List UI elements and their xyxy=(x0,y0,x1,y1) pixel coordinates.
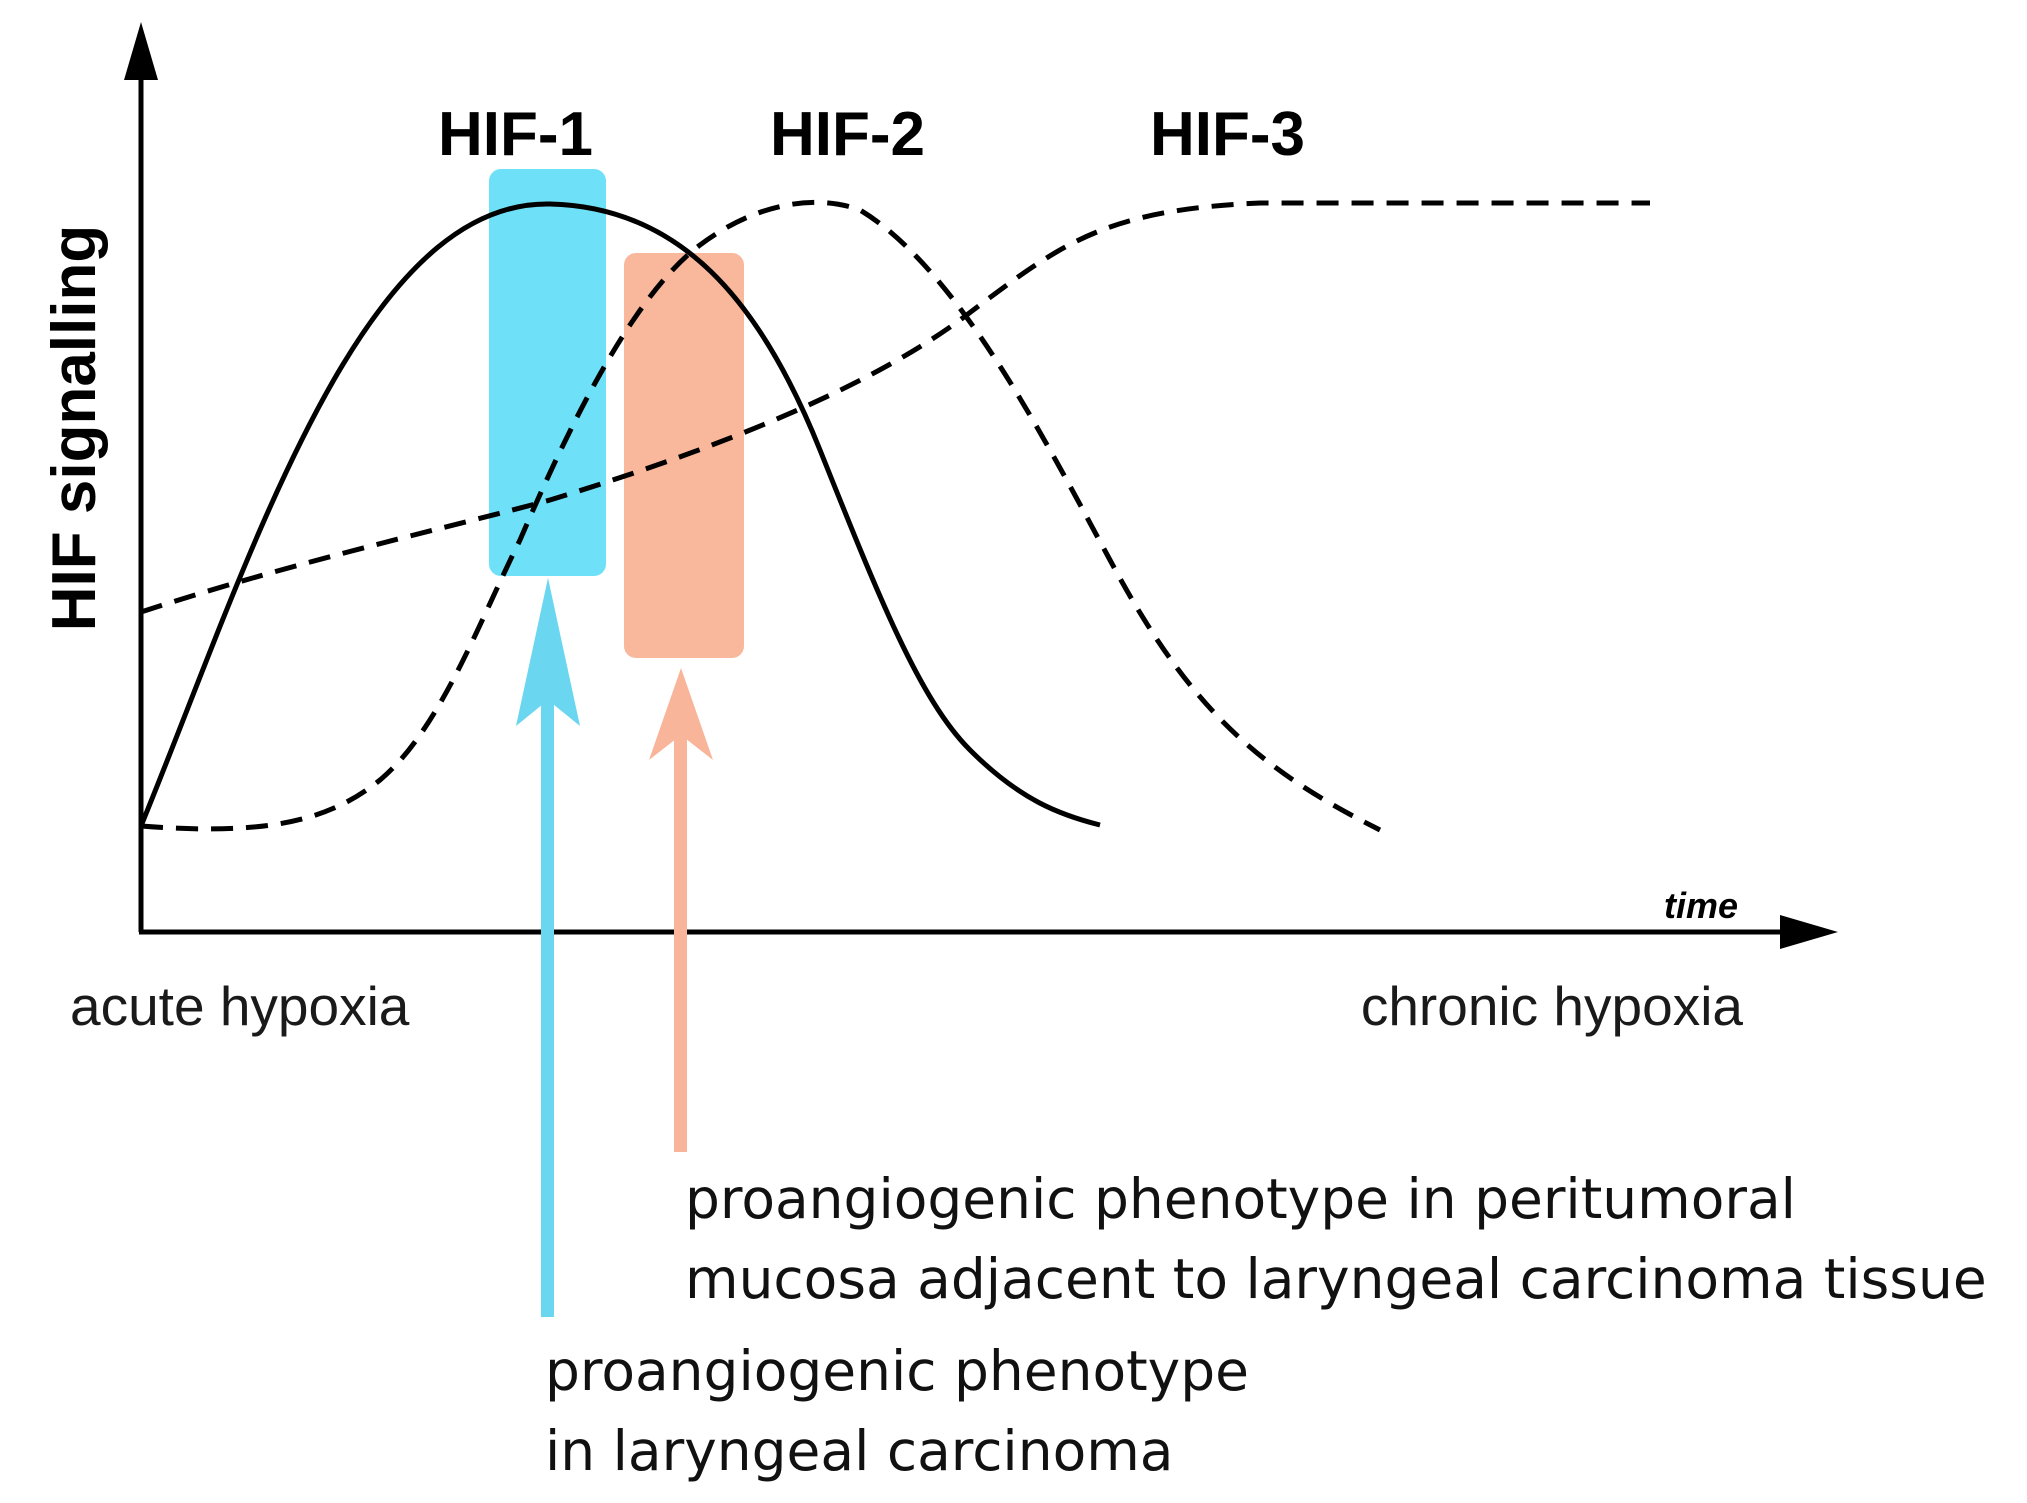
peritumoral-annotation-line1: proangiogenic phenotype in peritumoral xyxy=(685,1167,1796,1231)
carcinoma-arrowhead xyxy=(516,578,580,726)
hif1-highlight-box xyxy=(489,169,606,576)
hif2-curve xyxy=(140,199,1382,833)
carcinoma-annotation-line2: in laryngeal carcinoma xyxy=(545,1419,1174,1483)
peritumoral-arrowhead xyxy=(649,668,713,760)
carcinoma-annotation-line1: proangiogenic phenotype xyxy=(545,1339,1249,1403)
hif3-curve xyxy=(140,200,1650,615)
chronic-hypoxia-label: chronic hypoxia xyxy=(1361,975,1744,1037)
hif3-label: HIF-3 xyxy=(1150,100,1305,169)
x-axis-label: time xyxy=(1664,885,1738,926)
peritumoral-annotation-line2: mucosa adjacent to laryngeal carcinoma t… xyxy=(685,1247,1987,1311)
acute-hypoxia-label: acute hypoxia xyxy=(70,975,410,1037)
y-axis-label: HIF signalling xyxy=(40,225,109,631)
peritumoral-arrow-shaft xyxy=(674,715,687,1152)
x-axis-arrowhead xyxy=(1780,915,1838,949)
carcinoma-arrow-shaft xyxy=(541,625,554,1317)
hif1-label: HIF-1 xyxy=(438,100,593,169)
hif1-curve xyxy=(138,201,1101,828)
y-axis-arrowhead xyxy=(124,22,158,80)
hif2-label: HIF-2 xyxy=(770,100,925,169)
